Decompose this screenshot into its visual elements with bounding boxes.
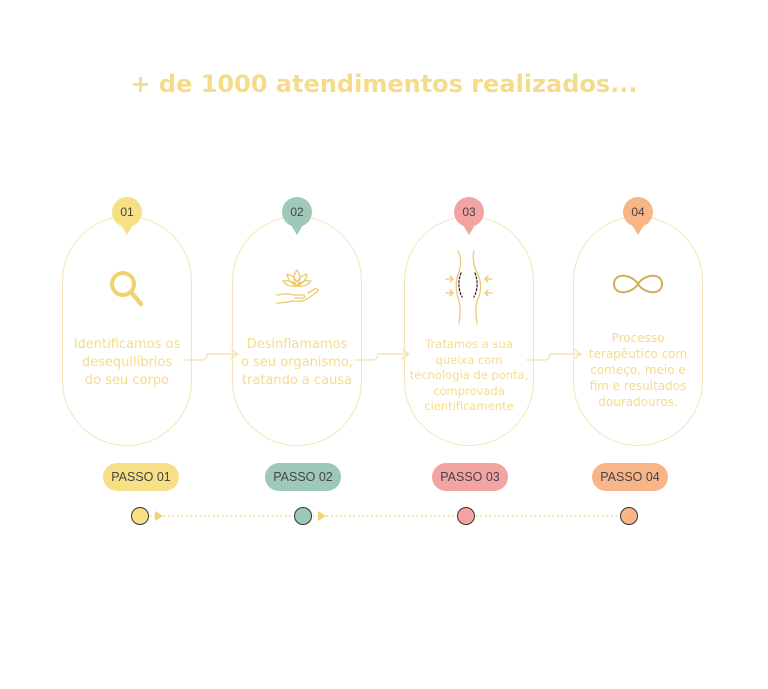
step-text-line: o seu organismo, xyxy=(241,355,353,370)
step-text-line: comprovada xyxy=(433,383,505,398)
step-text-line: cientificamente xyxy=(424,399,514,413)
step-card-1: 01 Identificamos os desequilíbrios do se… xyxy=(62,197,192,446)
step-text-line: Desinflamamos xyxy=(246,337,348,352)
step-number-pin-1: 01 xyxy=(112,197,142,235)
step-text-line: Processo xyxy=(611,331,665,345)
step-card-3: 03 Tratamos a sua queixa com tecnologia … xyxy=(404,197,534,446)
timeline-dot-1 xyxy=(131,507,149,525)
step-text-line: Tratamos a sua xyxy=(425,337,513,351)
step-badge-4: PASSO 04 xyxy=(592,463,668,491)
step-card-2: 02 Desinflamamos o seu organismo, tratan… xyxy=(232,197,362,446)
infinity-icon xyxy=(574,269,702,299)
step-text-line: tratando a causa xyxy=(241,373,353,388)
step-badge-3: PASSO 03 xyxy=(432,463,508,491)
lotus-hand-icon xyxy=(233,265,361,307)
magnifier-icon xyxy=(63,267,191,311)
step-text-line: terapêutico com xyxy=(588,347,688,361)
body-silhouette-icon xyxy=(405,249,533,325)
timeline-dot-2 xyxy=(294,507,312,525)
timeline-dot-3 xyxy=(457,507,475,525)
step-text-line: fim e resultados xyxy=(589,379,687,393)
connector-arrow-3 xyxy=(526,348,583,361)
step-number-pin-4: 04 xyxy=(623,197,653,235)
step-card-4: 04 Processo terapêutico com começo, meio… xyxy=(573,197,703,446)
step-number-pin-2: 02 xyxy=(282,197,312,235)
connector-arrow-2 xyxy=(354,348,411,361)
step-badge-1: PASSO 01 xyxy=(103,463,179,491)
step-number-pin-3: 03 xyxy=(454,197,484,235)
step-text-line: começo, meio e xyxy=(590,363,686,377)
timeline-dot-4 xyxy=(620,507,638,525)
connector-arrow-1 xyxy=(183,348,240,361)
step-text-line: Identificamos os xyxy=(73,337,181,352)
step-text-line: desequilíbrios xyxy=(81,355,173,370)
step-text-line: douradouros. xyxy=(598,395,678,409)
step-text-line: tecnologia de ponta, xyxy=(409,368,529,382)
headline: + de 1000 atendimentos realizados... xyxy=(130,70,638,98)
timeline-track xyxy=(150,511,619,521)
step-badge-2: PASSO 02 xyxy=(265,463,341,491)
step-text-line: queixa com xyxy=(435,352,503,367)
step-text-line: do seu corpo xyxy=(84,373,170,388)
